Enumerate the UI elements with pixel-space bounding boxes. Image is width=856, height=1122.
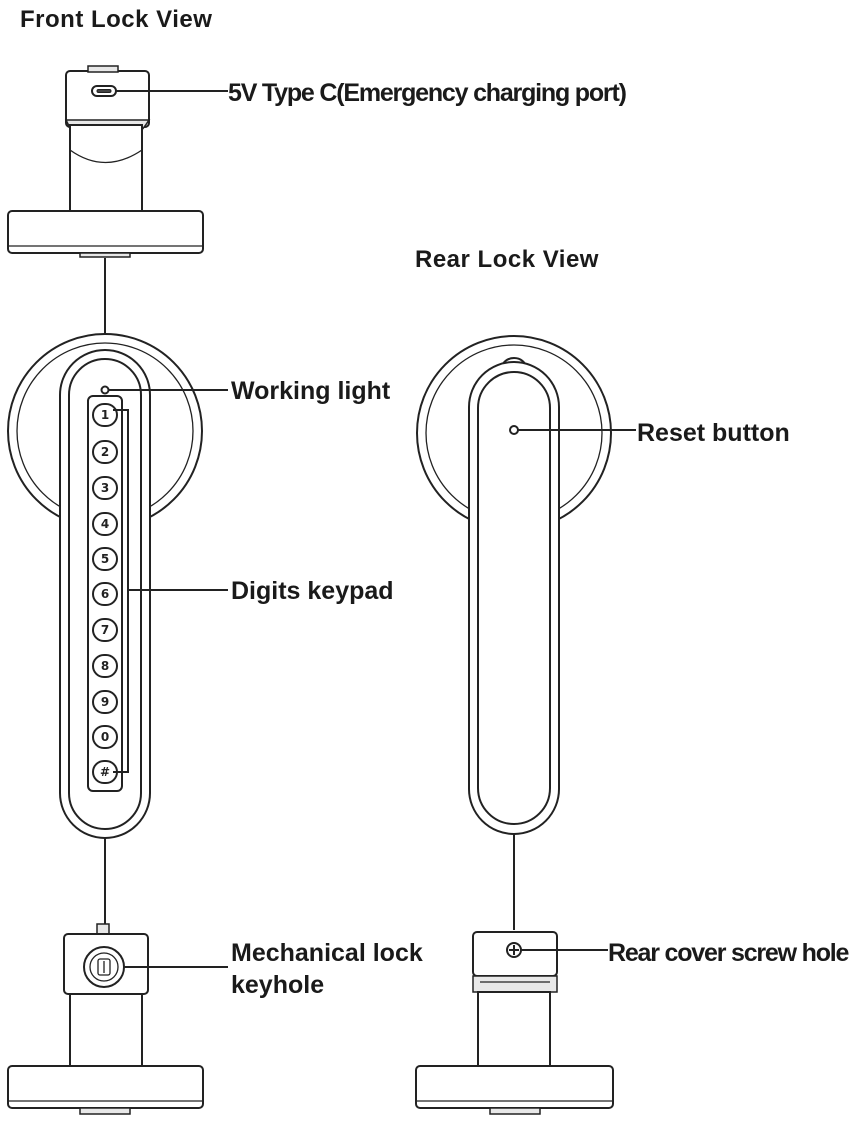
keypad-key-1[interactable]: 1 [92, 403, 118, 427]
svg-text:1: 1 [101, 408, 109, 422]
working-light-indicator [100, 385, 110, 395]
keypad-key-7[interactable]: 7 [92, 618, 118, 642]
screw-icon [506, 942, 522, 958]
svg-text:0: 0 [101, 730, 109, 744]
usb-c-port-icon [91, 85, 117, 97]
working-light-label: Working light [231, 377, 391, 405]
charging-port-label: 5V Type C(Emergency charging port) [228, 79, 627, 107]
rear-cover-screw-hole-label: Rear cover screw hole [608, 939, 849, 967]
keypad-key-8[interactable]: 8 [92, 654, 118, 678]
front-view-title: Front Lock View [20, 6, 213, 33]
rear-view-title: Rear Lock View [415, 246, 599, 273]
digits-keypad-label: Digits keypad [231, 577, 394, 605]
svg-text:#: # [100, 765, 110, 779]
svg-text:2: 2 [101, 445, 109, 459]
front-bottom-hub [7, 923, 204, 1115]
svg-text:9: 9 [101, 695, 109, 709]
keypad-key-5[interactable]: 5 [92, 547, 118, 571]
keyhole-label: keyhole [231, 971, 325, 999]
keypad-key-9[interactable]: 9 [92, 690, 118, 714]
keypad-key-2[interactable]: 2 [92, 440, 118, 464]
rear-bottom-hub [415, 931, 614, 1115]
svg-text:6: 6 [101, 587, 109, 601]
reset-button-label: Reset button [637, 419, 790, 447]
svg-text:8: 8 [101, 659, 109, 673]
keyhole-icon [83, 946, 125, 988]
svg-text:7: 7 [101, 623, 109, 637]
reset-button-hole [509, 425, 519, 435]
svg-text:5: 5 [101, 552, 109, 566]
keypad-key-hash[interactable]: # [92, 760, 118, 784]
keypad-key-6[interactable]: 6 [92, 582, 118, 606]
svg-text:4: 4 [101, 517, 109, 531]
svg-text:3: 3 [101, 481, 109, 495]
keypad-key-3[interactable]: 3 [92, 476, 118, 500]
rear-handle [416, 335, 612, 835]
digits-keypad: 1 2 3 4 5 6 7 8 9 0 # [92, 403, 118, 784]
front-top-hub [7, 65, 204, 258]
keypad-key-4[interactable]: 4 [92, 512, 118, 536]
keypad-key-0[interactable]: 0 [92, 725, 118, 749]
mechanical-lock-label: Mechanical lock [231, 939, 423, 967]
